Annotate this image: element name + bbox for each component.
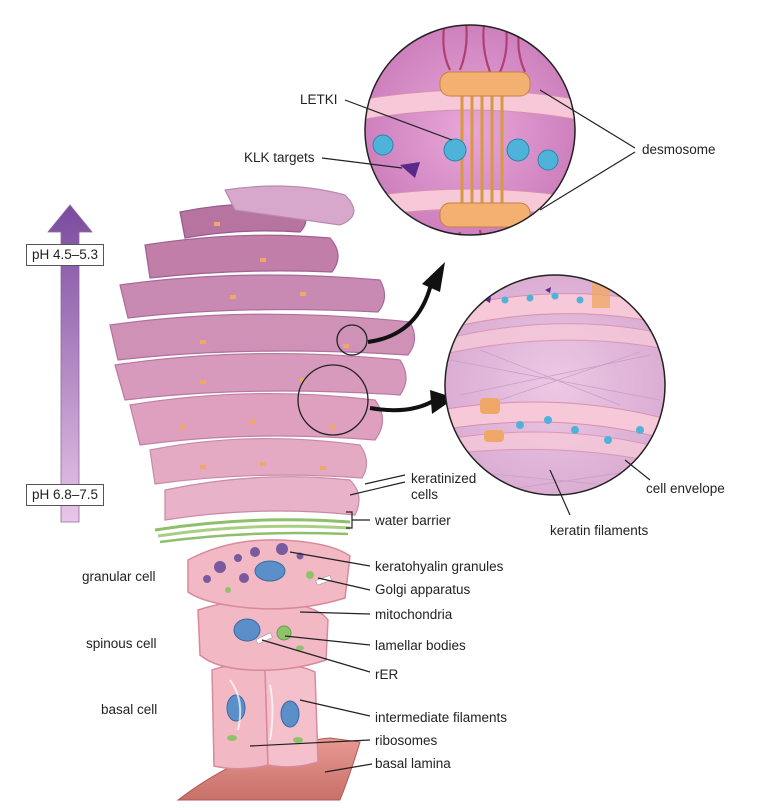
- ph-bottom-label: pH 6.8–7.5: [26, 484, 105, 506]
- arrow-to-envelope-zoom: [369, 398, 437, 413]
- ph-gradient-arrow: [47, 204, 93, 523]
- spinous-cells: [197, 599, 329, 672]
- letki-label: LETKI: [300, 92, 338, 107]
- desmosome-label: desmosome: [642, 142, 716, 157]
- intermediate-filaments-label: intermediate filaments: [375, 710, 508, 725]
- granular-cells: [187, 539, 351, 610]
- rer-label: rER: [375, 667, 399, 682]
- golgi-apparatus-label: Golgi apparatus: [375, 582, 471, 597]
- ribosomes-label: ribosomes: [375, 733, 438, 748]
- magnifier-large: [297, 364, 369, 436]
- ph-top-label: pH 4.5–5.3: [26, 244, 105, 266]
- keratin-filaments-label: keratin filaments: [550, 523, 649, 538]
- klk-targets-label: KLK targets: [244, 150, 315, 165]
- basal-lamina-label: basal lamina: [375, 756, 451, 771]
- leader-lines: [249, 89, 651, 773]
- spinous-cell-label: spinous cell: [86, 636, 157, 651]
- granular-cell-label: granular cell: [82, 569, 156, 584]
- arrow-to-desmosome-zoom: [367, 279, 434, 344]
- zoom-cell-envelope: [444, 274, 666, 496]
- basal-cells: [211, 663, 319, 770]
- lamellar-bodies-label: lamellar bodies: [375, 638, 466, 653]
- basal-cell-label: basal cell: [101, 702, 158, 717]
- magnifier-small: [336, 324, 368, 356]
- corneocyte-desmosomes: [180, 222, 349, 470]
- cell-envelope-label: cell envelope: [646, 481, 725, 496]
- mitochondria-label: mitochondria: [375, 607, 453, 622]
- keratinized-cells-label: keratinized cells: [411, 471, 477, 502]
- water-barrier-lipids: [154, 518, 351, 544]
- keratohyalin-granules-label: keratohyalin granules: [375, 559, 504, 574]
- corneocyte-stack: [109, 185, 416, 521]
- zoom-desmosome: [364, 24, 576, 236]
- water-barrier-label: water barrier: [375, 513, 451, 528]
